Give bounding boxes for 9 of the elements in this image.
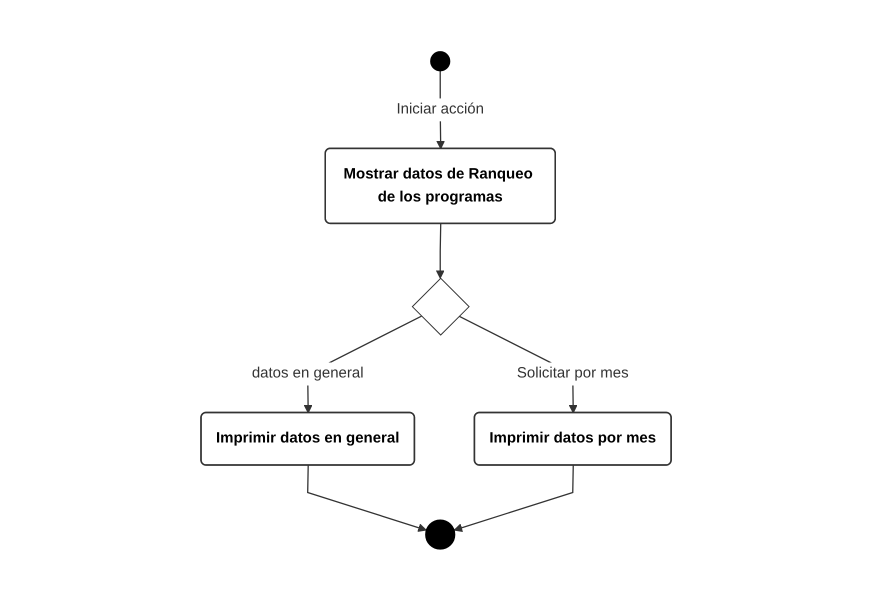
arrow — [454, 466, 574, 532]
edge-label: Solicitar por mes — [516, 364, 629, 382]
edge-label: datos en general — [252, 364, 364, 382]
node-diamond — [412, 278, 470, 336]
node-circle — [430, 52, 450, 72]
edge-label: Iniciar acción — [396, 100, 484, 118]
arrow — [306, 466, 427, 532]
arrow — [436, 224, 445, 280]
node-circle — [425, 520, 456, 550]
